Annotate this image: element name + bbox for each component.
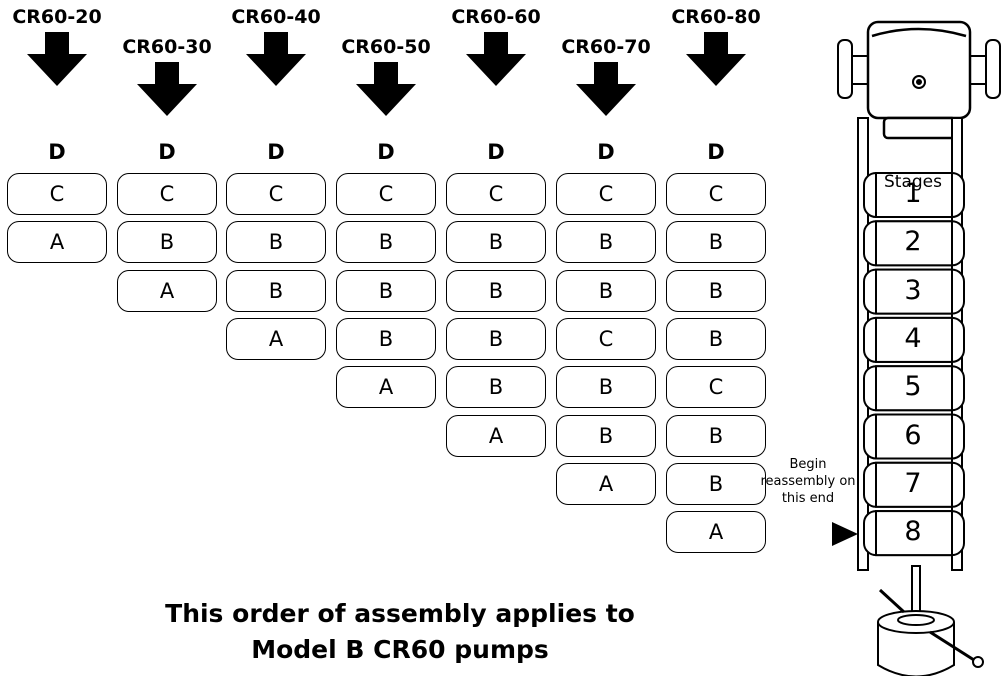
pump-stage-window: [875, 220, 953, 267]
stage-box: B: [446, 366, 546, 409]
top-stage-label: D: [48, 140, 66, 164]
stage-box: B: [336, 221, 436, 264]
stage-number: 3: [904, 274, 922, 306]
stage-box: B: [446, 269, 546, 312]
pump-base: [877, 588, 984, 676]
pump-stage-window: [875, 365, 953, 412]
stage-box: B: [336, 317, 436, 360]
pump-stage-stack: [863, 172, 965, 557]
stage-box: B: [666, 414, 766, 457]
model-label-cr60-80: CR60-80: [671, 6, 761, 28]
stage-box: C: [666, 366, 766, 409]
model-label-cr60-50: CR60-50: [341, 36, 431, 58]
down-arrow-icon: [246, 32, 306, 86]
pump-stage-window: [875, 461, 953, 508]
stage-number: 8: [904, 516, 922, 548]
stage-box: B: [226, 269, 326, 312]
stage-box: A: [446, 414, 546, 457]
top-stage-label: D: [707, 140, 725, 164]
stage-box: B: [336, 269, 436, 312]
stage-number: 5: [904, 371, 922, 403]
stage-box: B: [117, 221, 217, 264]
begin-reassembly-note: Begin reassembly on this end: [760, 457, 856, 506]
stage-box: B: [446, 317, 546, 360]
down-arrow-icon: [356, 62, 416, 116]
top-stage-label: D: [158, 140, 176, 164]
down-arrow-icon: [137, 62, 197, 116]
stage-box: B: [556, 221, 656, 264]
stage-box: C: [446, 173, 546, 215]
stage-box: B: [226, 221, 326, 264]
stage-box: A: [226, 317, 326, 360]
stage-box: C: [666, 173, 766, 215]
stage-box: B: [556, 414, 656, 457]
begin-reassembly-arrow-icon: [832, 522, 858, 546]
top-stage-label: D: [597, 140, 615, 164]
down-arrow-icon: [576, 62, 636, 116]
pump-stage-window: [875, 268, 953, 315]
stages-title: Stages: [884, 172, 942, 192]
stage-number: 7: [904, 467, 922, 499]
down-arrow-icon: [686, 32, 746, 86]
model-label-cr60-20: CR60-20: [12, 6, 102, 28]
stage-box: C: [117, 173, 217, 215]
pump-head: [866, 20, 972, 140]
stage-number: 4: [904, 322, 922, 354]
stage-number: 1: [904, 178, 922, 209]
stage-box: B: [556, 366, 656, 409]
stage-box: B: [666, 462, 766, 505]
stage-box: C: [556, 317, 656, 360]
model-label-cr60-70: CR60-70: [561, 36, 651, 58]
footer-line-1: This order of assembly applies to: [165, 599, 635, 628]
stage-box: A: [7, 221, 107, 264]
model-label-cr60-60: CR60-60: [451, 6, 541, 28]
top-stage-label: D: [487, 140, 505, 164]
stage-box: C: [226, 173, 326, 215]
pump-stage-window: [875, 413, 953, 460]
model-label-cr60-40: CR60-40: [231, 6, 321, 28]
stage-number: 6: [904, 419, 922, 451]
footer-line-2: Model B CR60 pumps: [251, 635, 549, 664]
stage-box: A: [336, 366, 436, 409]
stage-box: A: [556, 462, 656, 505]
stage-box: B: [556, 269, 656, 312]
pump-stage-window: [875, 510, 953, 557]
stage-box: A: [117, 269, 217, 312]
top-stage-label: D: [267, 140, 285, 164]
stage-number: 2: [904, 226, 922, 258]
pump-head-bolt-icon: [912, 75, 926, 89]
pump-stage-window: [875, 316, 953, 363]
stage-box: A: [666, 511, 766, 554]
stage-box: C: [7, 173, 107, 215]
stage-box: C: [556, 173, 656, 215]
stage-box: B: [666, 221, 766, 264]
down-arrow-icon: [466, 32, 526, 86]
stage-box: B: [666, 317, 766, 360]
stage-box: B: [446, 221, 546, 264]
stage-box: B: [666, 269, 766, 312]
top-stage-label: D: [377, 140, 395, 164]
pump-shaft: [911, 565, 921, 615]
down-arrow-icon: [27, 32, 87, 86]
assembly-footer-note: This order of assembly applies to Model …: [165, 596, 635, 668]
stage-box: C: [336, 173, 436, 215]
pump-stage-window: [875, 172, 953, 218]
model-label-cr60-30: CR60-30: [122, 36, 212, 58]
